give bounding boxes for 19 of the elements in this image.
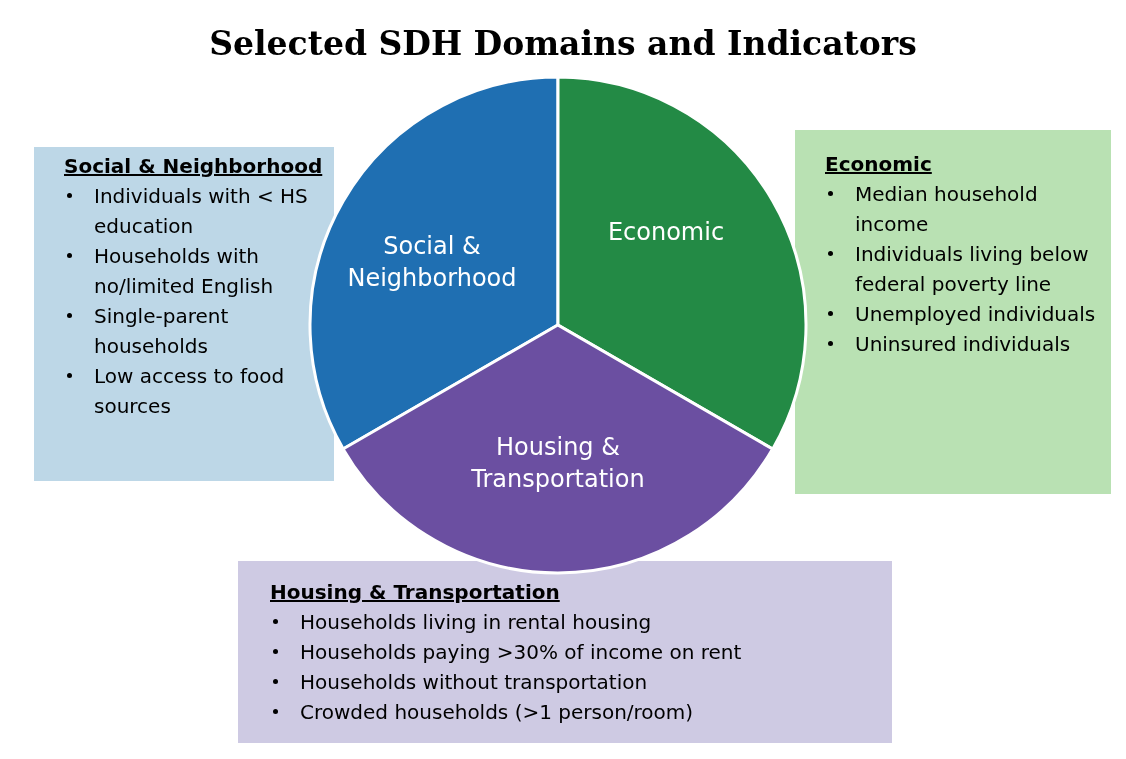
bullet-item: Crowded households (>1 person/room) [270, 697, 884, 727]
bullet-item: Households paying >30% of income on rent [270, 637, 884, 667]
bullet-item: Households without transportation [270, 667, 884, 697]
slice-label: Social & Neighborhood [346, 231, 518, 294]
slice-label: Housing & Transportation [470, 432, 646, 495]
bullet-item: Individuals with < HS education [64, 181, 326, 241]
bullet-item: Uninsured individuals [825, 329, 1103, 359]
bullet-item: Unemployed individuals [825, 299, 1103, 329]
slice-label: Economic [606, 217, 726, 248]
panel-heading: Social & Neighborhood [64, 153, 324, 180]
panel-heading: Economic [825, 151, 933, 178]
indicator-panel [238, 561, 892, 743]
indicator-panel [795, 130, 1111, 494]
indicator-panel [34, 147, 334, 481]
bullet-item: Median household income [825, 179, 1103, 239]
diagram-title: Selected SDH Domains and Indicators [208, 24, 918, 63]
bullet-item: Households living in rental housing [270, 607, 884, 637]
bullet-item: Individuals living below federal poverty line [825, 239, 1103, 299]
panel-heading: Housing & Transportation [270, 579, 561, 606]
